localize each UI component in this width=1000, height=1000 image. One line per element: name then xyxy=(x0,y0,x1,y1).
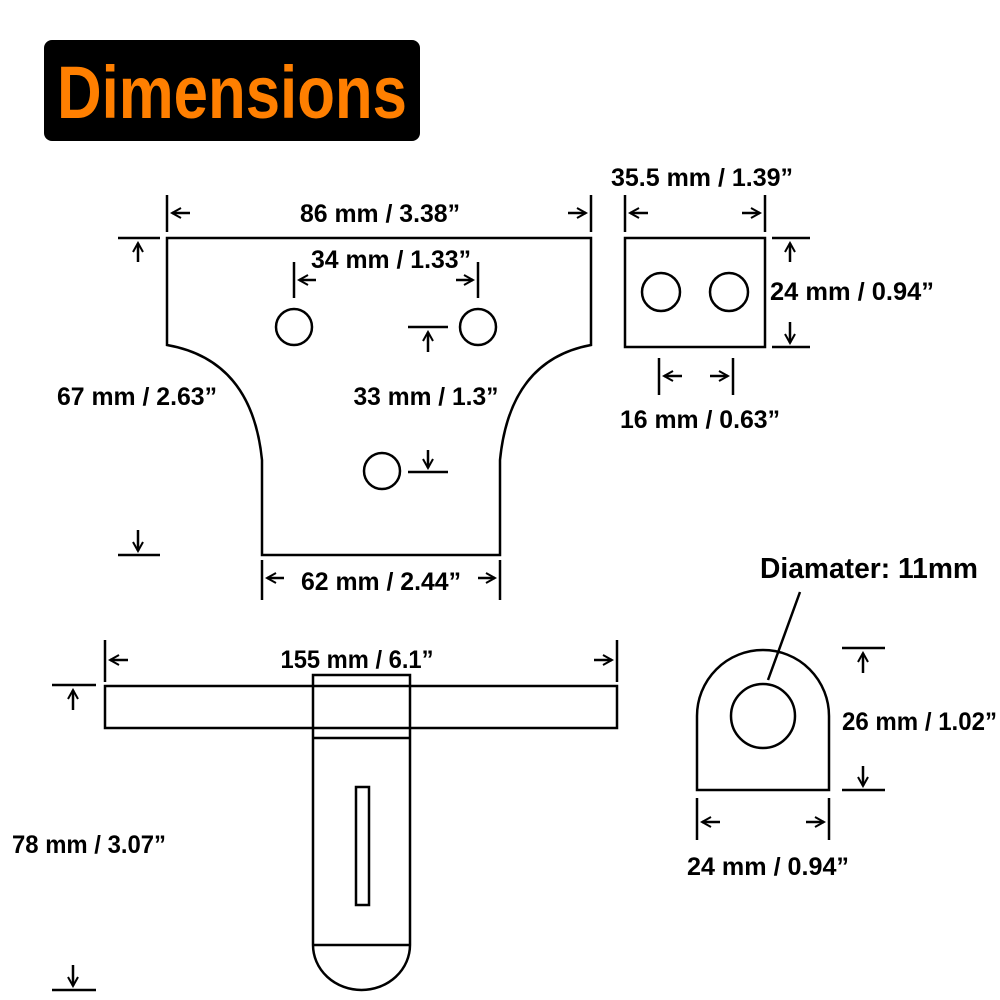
staple-width-label: 24 mm / 0.94” xyxy=(687,853,849,881)
hasp: 155 mm / 6.1” 78 mm / 3.07” xyxy=(12,640,619,992)
staple: Diamater: 11mm 26 mm / 1.02” 24 mm / 0.9… xyxy=(687,553,997,881)
small-plate: 35.5 mm / 1.39” 24 mm / 0.94” 16 mm / 0.… xyxy=(611,164,934,434)
hole-vertical-label: 33 mm / 1.3” xyxy=(354,383,499,411)
hole xyxy=(729,682,797,750)
height-label: 67 mm / 2.63” xyxy=(57,383,217,411)
hole-spacing-label: 34 mm / 1.33” xyxy=(311,246,471,274)
hasp-width-label: 155 mm / 6.1” xyxy=(281,646,434,674)
t-plate: 86 mm / 3.38” 34 mm / 1.33” 67 mm / 2.63… xyxy=(57,195,593,600)
bottom-width-label: 62 mm / 2.44” xyxy=(301,568,461,596)
hole xyxy=(708,271,750,313)
small-width-label: 35.5 mm / 1.39” xyxy=(611,164,793,192)
hole xyxy=(458,307,498,347)
hole xyxy=(274,307,314,347)
hole xyxy=(640,271,682,313)
title-text: Dimensions xyxy=(57,51,407,134)
slot xyxy=(354,785,371,907)
diameter-label: Diamater: 11mm xyxy=(760,553,978,585)
small-height-label: 24 mm / 0.94” xyxy=(770,278,934,306)
hole xyxy=(362,451,402,491)
staple-height-label: 26 mm / 1.02” xyxy=(842,708,997,736)
title-banner: Dimensions xyxy=(44,40,420,141)
small-hole-spacing-label: 16 mm / 0.63” xyxy=(620,406,780,434)
top-width-label: 86 mm / 3.38” xyxy=(300,200,460,228)
hasp-length-label: 78 mm / 3.07” xyxy=(12,831,166,859)
